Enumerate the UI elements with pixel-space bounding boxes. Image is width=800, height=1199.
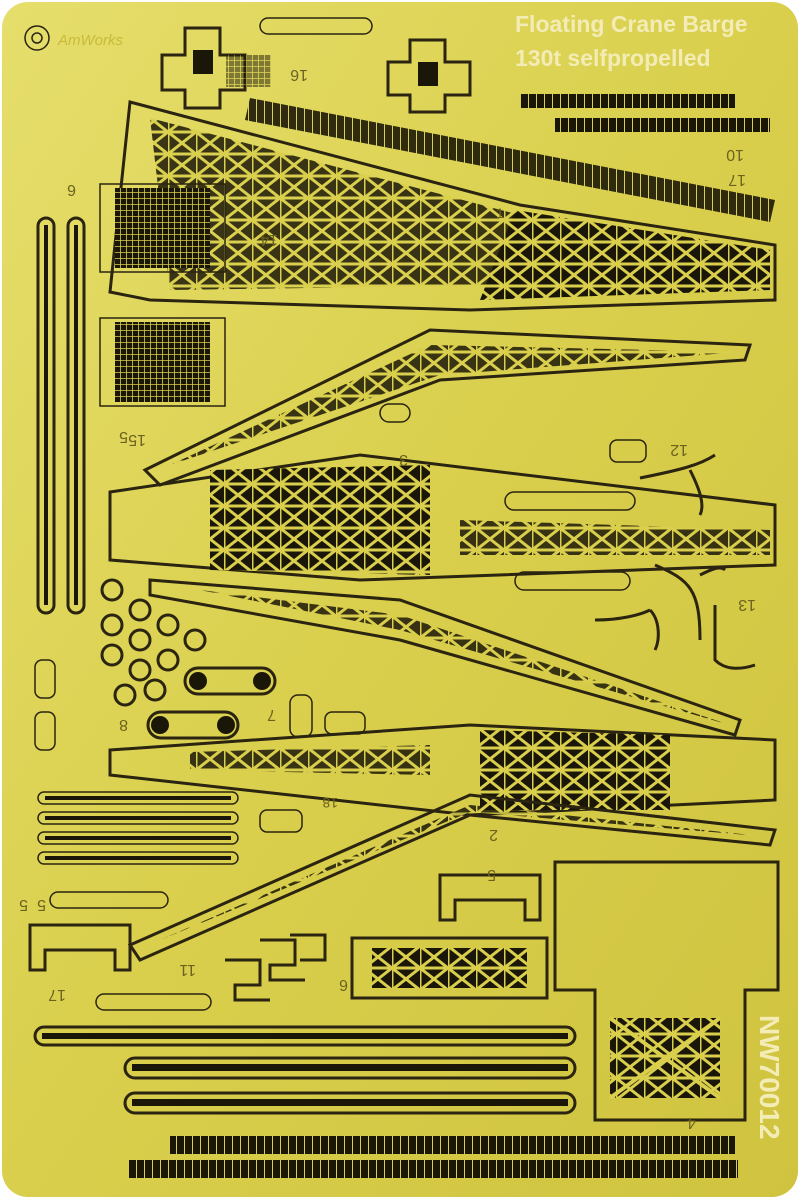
gear-logo-icon bbox=[24, 25, 50, 51]
long-strut-top bbox=[245, 98, 775, 222]
part-number: 8 bbox=[119, 716, 128, 733]
pulley-small bbox=[379, 403, 411, 423]
sheet-title: Floating Crane Barge bbox=[515, 11, 748, 37]
rod-set-left bbox=[37, 791, 239, 865]
crane-boom-upper bbox=[108, 100, 777, 312]
chain-strip-1 bbox=[49, 891, 169, 909]
rail-9-left bbox=[36, 216, 56, 615]
hook-blocks-7 bbox=[146, 666, 277, 740]
part-number: 6 bbox=[339, 976, 348, 993]
part-number: 15 bbox=[128, 431, 146, 448]
part-number: 5 bbox=[37, 896, 46, 913]
grid-panel-lower bbox=[115, 322, 210, 402]
crane-boom-diagonal bbox=[127, 793, 778, 962]
part-number: 10 bbox=[726, 146, 744, 163]
ladder-strip-17 bbox=[555, 118, 770, 132]
part-number: 13 bbox=[738, 596, 756, 613]
logo bbox=[24, 25, 50, 51]
ladder-strip-bottom-2 bbox=[128, 1160, 738, 1178]
part-number: 5 bbox=[119, 428, 128, 445]
crane-boom-arm-2 bbox=[148, 578, 742, 737]
part-number: 17 bbox=[48, 986, 66, 1003]
pulley-bar-1 bbox=[504, 491, 636, 511]
ladder-strip-10 bbox=[520, 94, 735, 108]
bracket-5 bbox=[438, 873, 542, 922]
part-number: 16 bbox=[290, 66, 308, 83]
long-rod-3 bbox=[123, 1091, 577, 1115]
part-number: 1 bbox=[496, 205, 504, 221]
rail-9-right bbox=[66, 216, 86, 615]
box-truss bbox=[350, 936, 549, 1000]
part-number: 17 bbox=[728, 171, 746, 188]
ladder-strip-bottom-1 bbox=[170, 1136, 735, 1154]
part-number: 3 bbox=[399, 451, 408, 468]
pipe-fittings bbox=[594, 453, 756, 670]
part-number: 18 bbox=[322, 795, 338, 811]
chain-strip-2 bbox=[95, 993, 212, 1011]
part-number: 5 bbox=[19, 896, 28, 913]
top-chain-strip bbox=[259, 17, 373, 35]
sheet-code: NW70012 bbox=[754, 1015, 785, 1140]
part-number-labels: 1 2 3 4 5 5 5 5 6 6 7 8 10 11 12 13 14 1… bbox=[19, 66, 756, 1131]
part-number: 5 bbox=[487, 866, 496, 883]
brand-label: AmWorks bbox=[57, 32, 123, 49]
long-rod-2 bbox=[123, 1056, 577, 1080]
grid-panel-upper bbox=[115, 188, 210, 268]
pulley-bar-2 bbox=[514, 571, 631, 591]
bracket-17 bbox=[28, 923, 132, 972]
crane-boom-lower bbox=[108, 723, 777, 817]
deck-plate bbox=[553, 860, 780, 1122]
part-number: 12 bbox=[670, 441, 688, 458]
wheel-set-8 bbox=[100, 578, 207, 707]
part-number: 11 bbox=[179, 961, 196, 978]
part-number: 2 bbox=[489, 826, 498, 843]
bracket-6 bbox=[225, 933, 327, 1002]
sheet-subtitle: 130t selfpropelled bbox=[515, 45, 711, 71]
crane-boom-middle bbox=[108, 453, 777, 582]
part-number: 6 bbox=[67, 181, 76, 198]
part-number: 7 bbox=[267, 706, 276, 723]
long-rod-1 bbox=[33, 1025, 577, 1047]
part-number: 14 bbox=[260, 231, 278, 248]
part-number: 4 bbox=[687, 1114, 696, 1131]
part-16-crosses bbox=[160, 26, 472, 114]
